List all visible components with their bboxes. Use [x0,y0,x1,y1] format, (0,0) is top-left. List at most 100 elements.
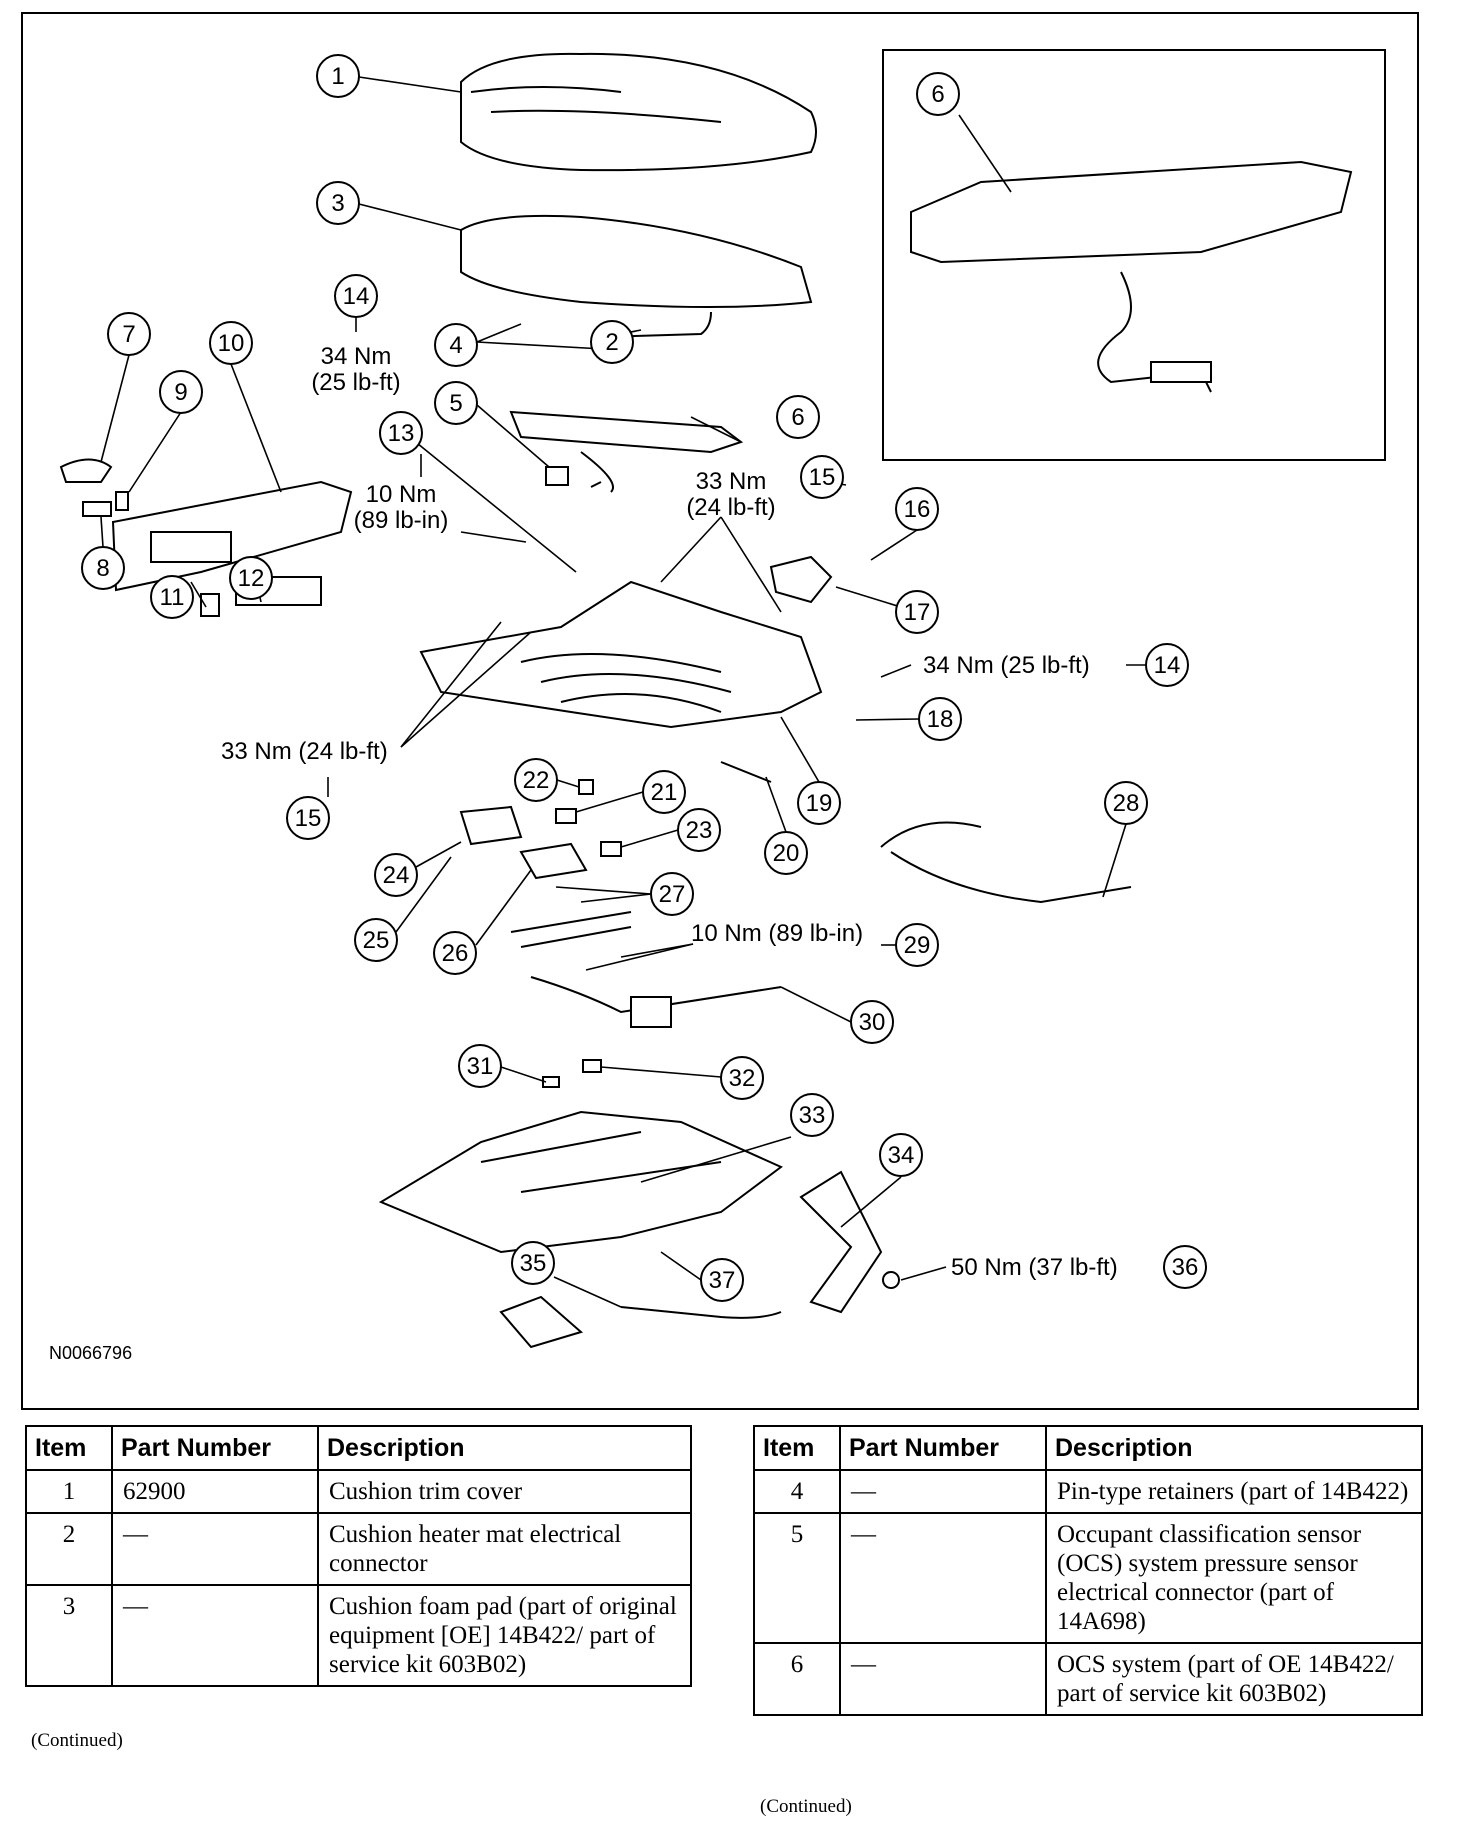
svg-text:19: 19 [806,790,833,817]
callout-36: 36 [1163,1245,1207,1289]
item-cell: 1 [25,1469,113,1514]
callout-34: 34 [879,1133,923,1177]
callout-28: 28 [1104,781,1148,825]
svg-text:4: 4 [449,332,462,359]
inset-ocs-cushion-shape [910,160,1353,264]
torque-29: 10 Nm (89 lb-in) [691,920,863,947]
callout-4: 4 [434,323,478,367]
callout-6: 6 [776,395,820,439]
svg-text:11: 11 [160,584,185,611]
callout-17: 17 [895,590,939,634]
col-header-description: Description [1045,1425,1423,1471]
svg-text:31: 31 [467,1053,494,1080]
callout-29: 29 [895,923,939,967]
table-row: 2 — Cushion heater mat electrical connec… [25,1512,692,1586]
callout-2: 2 [590,320,634,364]
exploded-seat-diagram: 1 2 3 4 5 6 6 7 8 9 10 11 12 13 14 14 15… [21,12,1419,1410]
col-header-description: Description [317,1425,692,1471]
description-cell: Cushion heater mat electrical connector [317,1512,692,1586]
callout-19: 19 [797,781,841,825]
callout-3: 3 [316,181,360,225]
table-row: 4 — Pin-type retainers (part of 14B422) [753,1469,1423,1514]
part-number-cell: — [839,1642,1047,1716]
svg-text:2: 2 [605,329,618,356]
table-row: 1 62900 Cushion trim cover [25,1469,692,1514]
callout-22: 22 [514,758,558,802]
torque-15-right-line1: 33 Nm [696,468,767,495]
svg-text:17: 17 [904,599,931,626]
callout-32: 32 [720,1056,764,1100]
callout-14: 14 [334,274,378,318]
svg-text:6: 6 [931,81,944,108]
table-row: 5 — Occupant classification sensor (OCS)… [753,1512,1423,1644]
svg-text:32: 32 [729,1065,756,1092]
figure-id: N0066796 [49,1343,132,1363]
table-row: 3 — Cushion foam pad (part of original e… [25,1584,692,1687]
svg-text:3: 3 [331,190,344,217]
callout-33: 33 [790,1093,834,1137]
col-header-part-number: Part Number [839,1425,1047,1471]
callout-23: 23 [677,808,721,852]
svg-text:10: 10 [218,330,245,357]
callout-27: 27 [650,872,694,916]
svg-text:22: 22 [523,767,550,794]
parts-table-right: Item Part Number Description 4 — Pin-typ… [753,1425,1423,1716]
col-header-item: Item [753,1425,841,1471]
torque-specs: 34 Nm (25 lb-ft) 10 Nm (89 lb-in) 33 Nm … [221,343,1118,1281]
svg-text:8: 8 [96,555,109,582]
svg-text:13: 13 [388,420,415,447]
svg-text:25: 25 [363,927,390,954]
item-cell: 2 [25,1512,113,1586]
description-cell: Cushion foam pad (part of original equip… [317,1584,692,1687]
torque-36: 50 Nm (37 lb-ft) [951,1254,1118,1281]
svg-text:15: 15 [809,464,836,491]
seat-belt-buckle-shape [799,1170,883,1314]
callout-9: 9 [159,370,203,414]
callouts: 1 2 3 4 5 6 6 7 8 9 10 11 12 13 14 14 15… [81,54,1207,1302]
continued-note-right: (Continued) [760,1796,852,1817]
torque-13-line1: 10 Nm [366,481,437,508]
torque-14-top-line1: 34 Nm [321,343,392,370]
callout-30: 30 [850,1000,894,1044]
item-cell: 5 [753,1512,841,1644]
svg-text:5: 5 [449,390,462,417]
table-row: 6 — OCS system (part of OE 14B422/ part … [753,1642,1423,1716]
callout-35: 35 [511,1241,555,1285]
callout-18: 18 [918,697,962,741]
callout-20: 20 [764,831,808,875]
table-header-row: Item Part Number Description [753,1425,1423,1471]
description-cell: Pin-type retainers (part of 14B422) [1045,1469,1423,1514]
callout-6-inset: 6 [916,72,960,116]
svg-text:16: 16 [904,496,931,523]
callout-16: 16 [895,487,939,531]
description-cell: OCS system (part of OE 14B422/ part of s… [1045,1642,1423,1716]
item-cell: 4 [753,1469,841,1514]
svg-text:9: 9 [174,379,187,406]
part-number-cell: — [111,1512,319,1586]
description-cell: Occupant classification sensor (OCS) sys… [1045,1512,1423,1644]
callout-15-left: 15 [286,796,330,840]
description-cell: Cushion trim cover [317,1469,692,1514]
continued-note-left: (Continued) [31,1730,123,1751]
svg-text:28: 28 [1113,790,1140,817]
svg-text:34: 34 [888,1142,915,1169]
part-number-cell: — [839,1469,1047,1514]
svg-text:24: 24 [383,862,410,889]
svg-text:12: 12 [238,565,265,592]
callout-37: 37 [700,1258,744,1302]
svg-text:37: 37 [709,1267,736,1294]
callout-5: 5 [434,381,478,425]
table-header-row: Item Part Number Description [25,1425,692,1471]
svg-text:1: 1 [331,63,344,90]
callout-1: 1 [316,54,360,98]
col-header-part-number: Part Number [111,1425,319,1471]
cushion-foam-pad-shape [460,214,813,308]
svg-text:14: 14 [1154,652,1181,679]
item-cell: 3 [25,1584,113,1687]
callout-11: 11 [150,575,194,619]
torque-13-line2: (89 lb-in) [354,507,449,534]
svg-text:23: 23 [686,817,713,844]
svg-text:26: 26 [442,940,469,967]
callout-7: 7 [107,312,151,356]
callout-10: 10 [209,321,253,365]
